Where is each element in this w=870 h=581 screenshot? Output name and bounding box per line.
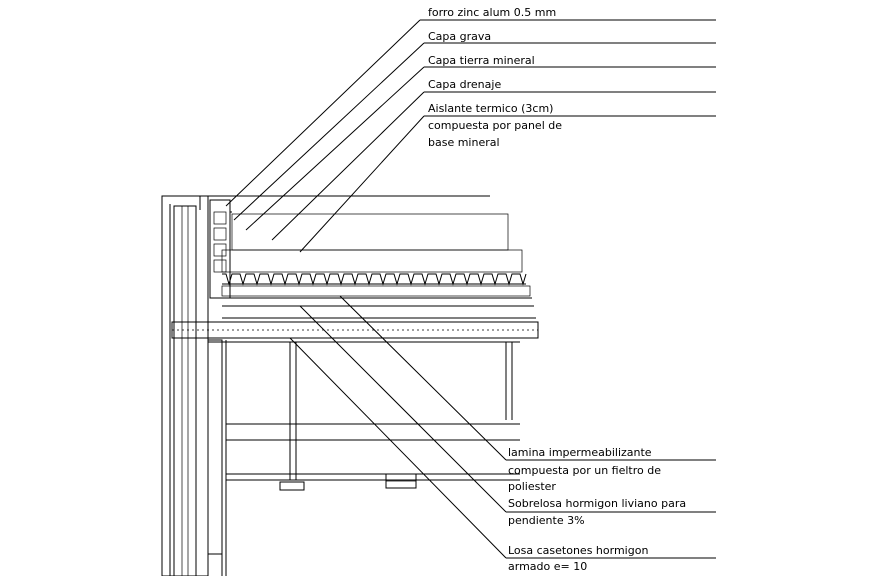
- insulation-layer: [221, 285, 531, 297]
- label-drenaje-line-1: Capa drenaje: [428, 78, 501, 91]
- label-sobrelosa-line-2: pendiente 3%: [508, 514, 585, 527]
- label-aislante-line-3: base mineral: [428, 136, 500, 149]
- ceiling-structure: [226, 342, 520, 491]
- lower-wall: [207, 339, 227, 576]
- label-tierra: Capa tierra mineral: [428, 54, 535, 67]
- leaders-bottom: [289, 295, 716, 559]
- parapet-flashing: [208, 195, 490, 299]
- label-sobrelosa: Sobrelosa hormigon liviano para pendient…: [508, 497, 686, 527]
- label-tierra-line-1: Capa tierra mineral: [428, 54, 535, 67]
- label-grava: Capa grava: [428, 30, 491, 43]
- label-losa-line-1: Losa casetones hormigon: [508, 544, 648, 557]
- roof-layers: [221, 213, 536, 319]
- label-sobrelosa-line-1: Sobrelosa hormigon liviano para: [508, 497, 686, 510]
- label-losa-line-2: armado e= 10: [508, 560, 587, 573]
- label-grava-line-1: Capa grava: [428, 30, 491, 43]
- leaders-top: [225, 19, 716, 253]
- concrete-slab: [171, 321, 539, 343]
- label-aislante-line-1: Aislante termico (3cm): [428, 102, 553, 115]
- label-aislante: Aislante termico (3cm) compuesta por pan…: [428, 102, 562, 149]
- label-forro: forro zinc alum 0.5 mm: [428, 6, 556, 19]
- label-drenaje: Capa drenaje: [428, 78, 501, 91]
- label-lamina-line-1: lamina impermeabilizante: [508, 446, 652, 459]
- drainage-layer: [222, 273, 527, 286]
- label-forro-line-1: forro zinc alum 0.5 mm: [428, 6, 556, 19]
- label-aislante-line-2: compuesta por panel de: [428, 119, 562, 132]
- left-column: [161, 195, 209, 577]
- label-lamina-line-2: compuesta por un fieltro de: [508, 464, 661, 477]
- gravel-layer: [231, 213, 509, 251]
- label-lamina-line-3: poliester: [508, 480, 556, 493]
- soil-layer: [221, 249, 523, 273]
- label-lamina: lamina impermeabilizante compuesta por u…: [508, 446, 661, 493]
- label-losa: Losa casetones hormigon armado e= 10: [508, 544, 648, 573]
